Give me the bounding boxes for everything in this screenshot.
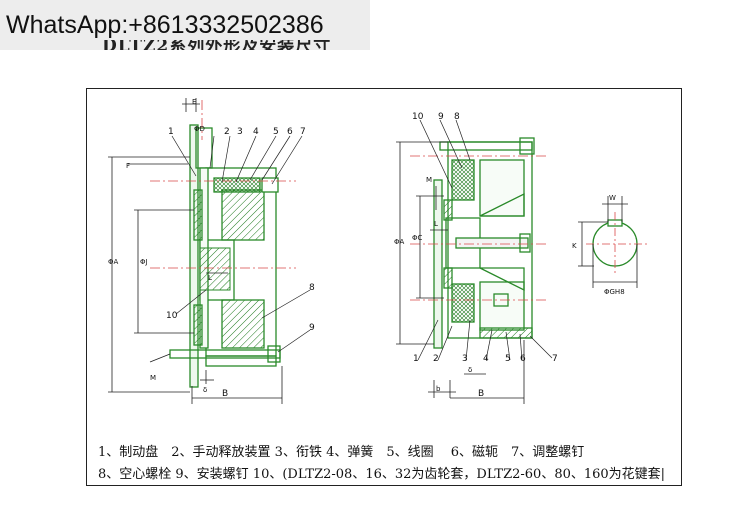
left-brake-disc — [189, 124, 199, 388]
left-part-6: 6 — [287, 127, 293, 137]
right-part-5: 5 — [505, 354, 511, 364]
left-dimension-labels: E ΦD F ΦA ΦJ L M δ B — [108, 98, 228, 399]
right-part-7: 7 — [552, 354, 558, 364]
keyway-dim-w: W — [609, 194, 616, 202]
parts-legend-line-1: 1、制动盘 2、手动释放装置 3、衔铁 4、弹簧 5、线圈 6、磁轭 7、调整螺… — [98, 445, 585, 460]
right-dim-m: M — [426, 176, 432, 184]
right-part-labels: 10 9 8 1 2 3 4 5 6 7 — [412, 112, 558, 364]
left-dim-phij: ΦJ — [140, 258, 148, 266]
left-dim-b: B — [222, 389, 228, 399]
right-part-10: 10 — [412, 112, 424, 122]
right-part-8: 8 — [454, 112, 460, 122]
right-part-3: 3 — [462, 354, 468, 364]
left-part-10: 10 — [166, 311, 178, 321]
right-view — [433, 137, 535, 349]
keyway-dim-phigh8: ΦGH8 — [604, 288, 625, 296]
right-coil-lower — [451, 283, 475, 323]
left-dim-e: E — [192, 98, 196, 106]
right-part-6: 6 — [520, 354, 526, 364]
right-dim-b-small: b — [436, 385, 441, 393]
drawing-frame — [86, 88, 682, 486]
right-dim-phic: ΦC — [412, 234, 423, 242]
left-part-9: 9 — [309, 323, 315, 333]
right-part-9: 9 — [438, 112, 444, 122]
keyway-dim-k: K — [572, 242, 577, 250]
left-part-8: 8 — [309, 283, 315, 293]
left-view — [169, 124, 281, 388]
right-part-4: 4 — [483, 354, 489, 364]
parts-legend-line-2: 8、空心螺栓 9、安装螺钉 10、(DLTZ2-08、16、32为齿轮套，DLT… — [98, 467, 666, 482]
left-part-7: 7 — [300, 127, 306, 137]
left-part-3: 3 — [237, 127, 243, 137]
left-part-2: 2 — [224, 127, 230, 137]
right-coil-upper — [451, 159, 475, 201]
left-part-4: 4 — [253, 127, 259, 137]
left-dim-delta: δ — [203, 386, 207, 394]
right-dim-delta: δ — [468, 366, 472, 374]
right-dimension-labels: M ΦA ΦC L b δ B — [394, 176, 484, 399]
left-dim-m: M — [150, 374, 156, 382]
left-coil-upper — [221, 189, 265, 241]
left-dim-l: L — [208, 274, 212, 282]
right-dim-b: B — [478, 389, 484, 399]
watermark-contact: WhatsApp:+8613332502386 — [0, 0, 370, 50]
left-part-5: 5 — [273, 127, 279, 137]
left-dim-phid: ΦD — [194, 125, 205, 133]
right-dim-l: L — [434, 220, 438, 228]
keyway-view — [592, 219, 638, 267]
keyway-dimension-labels: W K ΦGH8 — [572, 194, 625, 296]
drawing-heading-cropped: DLTZ2系列外形及安装尺寸 — [102, 40, 332, 50]
right-brake-disc — [433, 179, 443, 349]
left-dim-phia: ΦA — [108, 258, 119, 266]
left-part-1: 1 — [168, 127, 174, 137]
left-dim-f: F — [126, 162, 130, 170]
left-part-labels: 1 2 3 4 5 6 7 8 9 10 — [166, 127, 315, 333]
right-part-1: 1 — [413, 354, 419, 364]
left-coil-lower — [221, 299, 265, 349]
right-part-2: 2 — [433, 354, 439, 364]
right-dim-phia: ΦA — [394, 238, 405, 246]
